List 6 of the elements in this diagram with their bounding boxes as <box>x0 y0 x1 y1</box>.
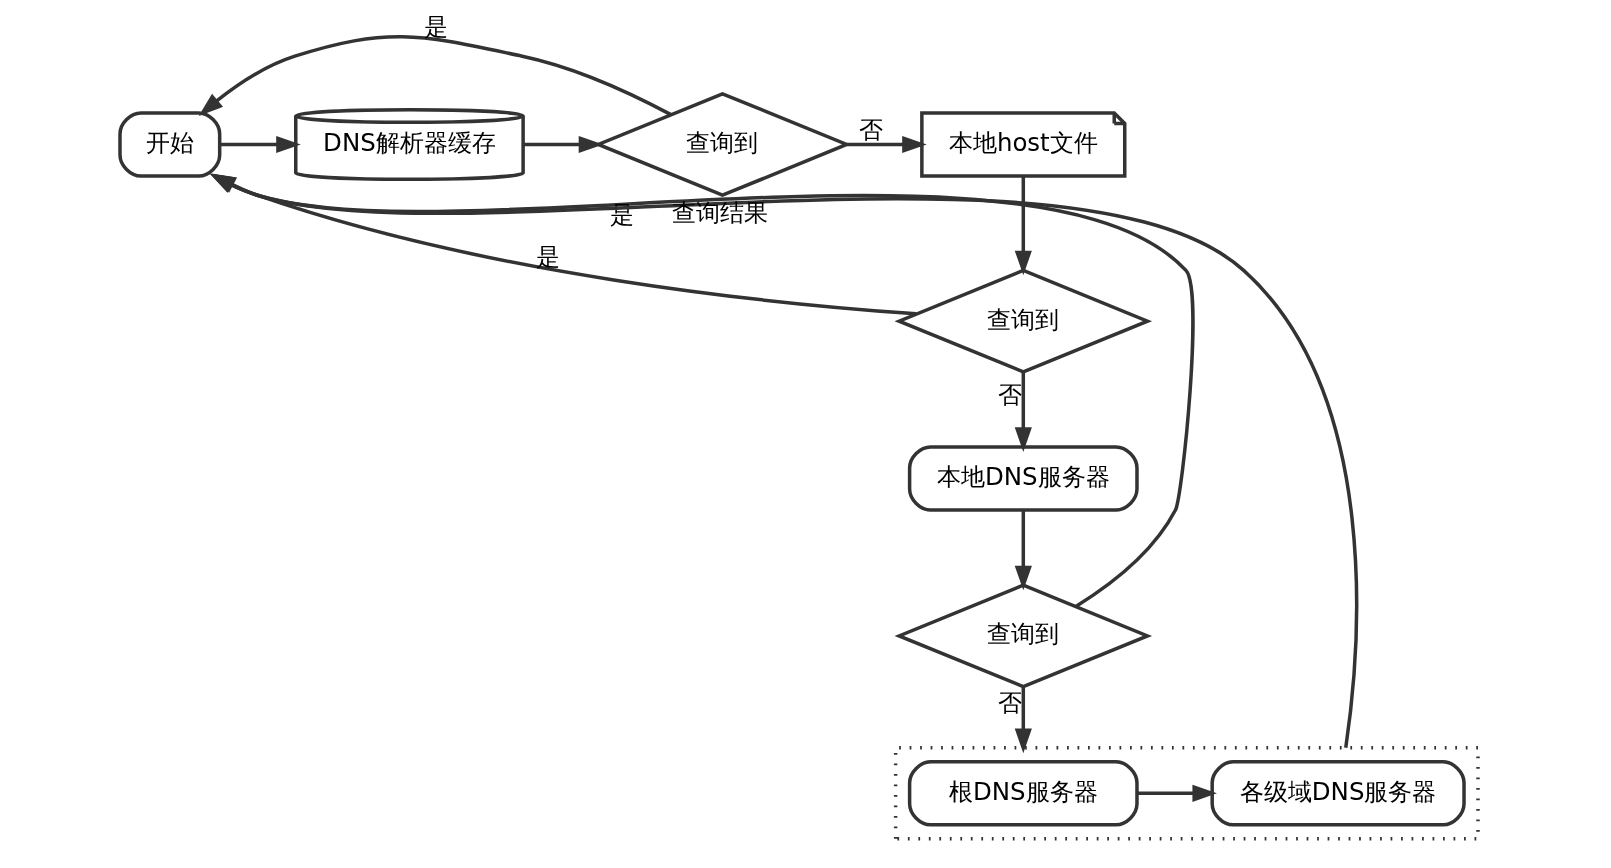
edge-label: 否 <box>997 687 1022 717</box>
edge-label: 查询结果 <box>671 197 768 227</box>
edge-label: 否 <box>997 380 1022 410</box>
edge-label: 是 <box>423 11 448 41</box>
edge-label: 否 <box>858 114 883 144</box>
edge-label: 是 <box>535 241 560 271</box>
